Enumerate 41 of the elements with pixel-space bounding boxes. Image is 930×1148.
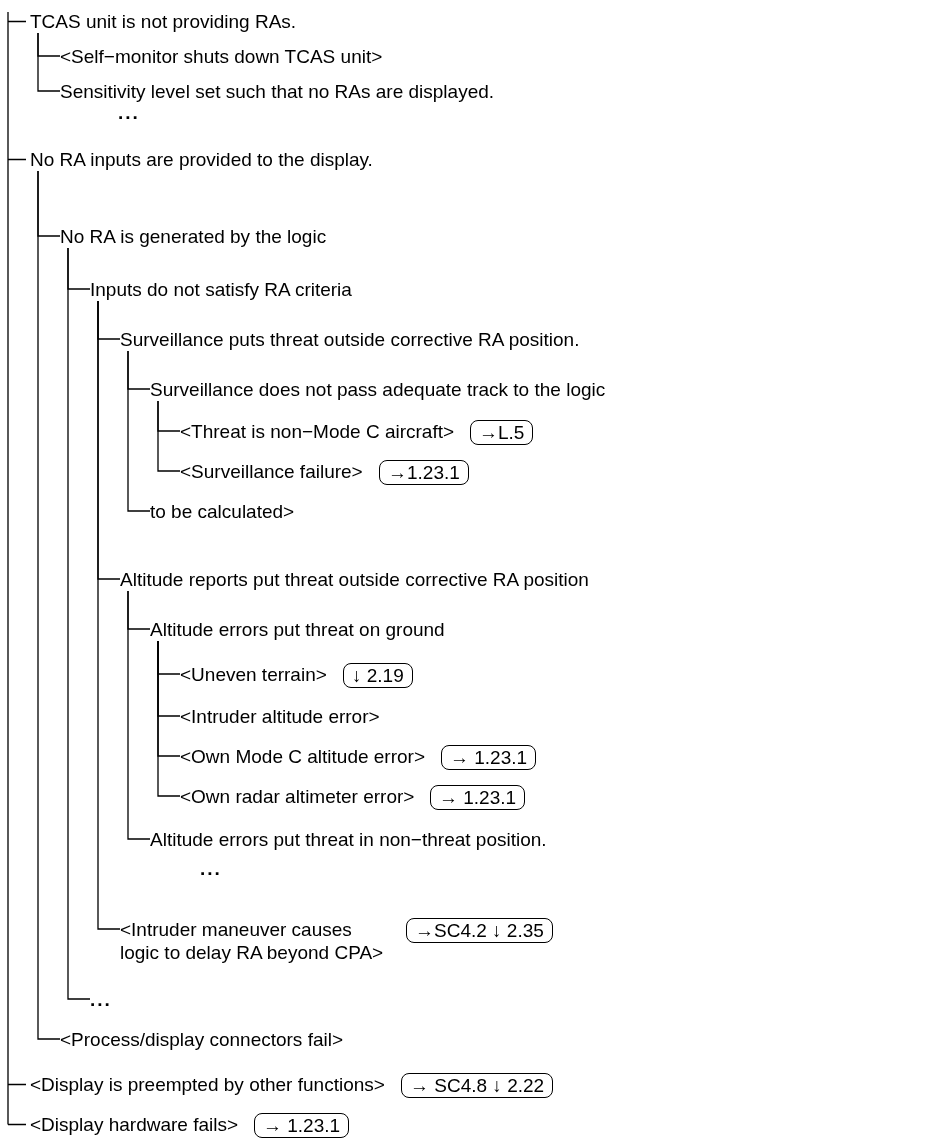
- node-text: <Own radar altimeter error>: [180, 785, 415, 808]
- node-text: TCAS unit is not providing RAs.: [30, 10, 297, 33]
- node-text: <Threat is non−Mode C aircraft>: [180, 420, 455, 443]
- node-text: No RA is generated by the logic: [60, 225, 327, 248]
- tree-connector: [37, 170, 61, 1040]
- node-text: <Display is preempted by other functions>: [30, 1073, 385, 1096]
- node-text: <Surveillance failure>: [180, 460, 363, 483]
- tree-connector: [157, 400, 181, 472]
- tree-connector: [67, 247, 91, 1000]
- tree-connector: [97, 300, 121, 930]
- tree-connector: [37, 32, 61, 92]
- ellipsis: ...: [118, 102, 140, 124]
- node-text: <Self−monitor shuts down TCAS unit>: [60, 45, 383, 68]
- tree-connector: [157, 640, 181, 797]
- node-text: <Display hardware fails>: [30, 1113, 239, 1136]
- reference-tag: → 1.23.1: [430, 785, 526, 810]
- reference-tag: ↓ 2.19: [343, 663, 413, 688]
- node-text: <Own Mode C altitude error>: [180, 745, 425, 768]
- reference-tag: →L.5: [470, 420, 534, 445]
- reference-tag: →SC4.2 ↓ 2.35: [406, 918, 553, 943]
- node-text: <Intruder altitude error>: [180, 705, 380, 728]
- tree-connector: [127, 350, 151, 512]
- node-text: <Process/display connectors fail>: [60, 1028, 344, 1051]
- node-text: <Intruder maneuver causes logic to delay RA beyond CPA>: [120, 918, 385, 964]
- tree-connector: [127, 590, 151, 840]
- node-text: Altitude reports put threat outside corrective RA position: [120, 568, 589, 591]
- node-text: Altitude errors put threat on ground: [150, 618, 445, 641]
- node-text: to be calculated>: [150, 500, 295, 523]
- reference-tag: → 1.23.1: [441, 745, 537, 770]
- node-text: Inputs do not satisfy RA criteria: [90, 278, 352, 301]
- node-text: Surveillance does not pass adequate track to the logic: [150, 378, 606, 401]
- reference-tag: → 1.23.1: [254, 1113, 350, 1138]
- reference-tag: →1.23.1: [379, 460, 469, 485]
- node-text: <Uneven terrain>: [180, 663, 327, 686]
- ellipsis: ...: [200, 858, 222, 880]
- node-text: Altitude errors put threat in non−threat position.: [150, 828, 547, 851]
- ellipsis: ...: [90, 988, 112, 1011]
- node-text: Surveillance puts threat outside corrective RA position.: [120, 328, 580, 351]
- reference-tag: → SC4.8 ↓ 2.22: [401, 1073, 554, 1098]
- node-text: Sensitivity level set such that no RAs are displayed.: [60, 80, 495, 103]
- node-text: No RA inputs are provided to the display.: [30, 148, 373, 171]
